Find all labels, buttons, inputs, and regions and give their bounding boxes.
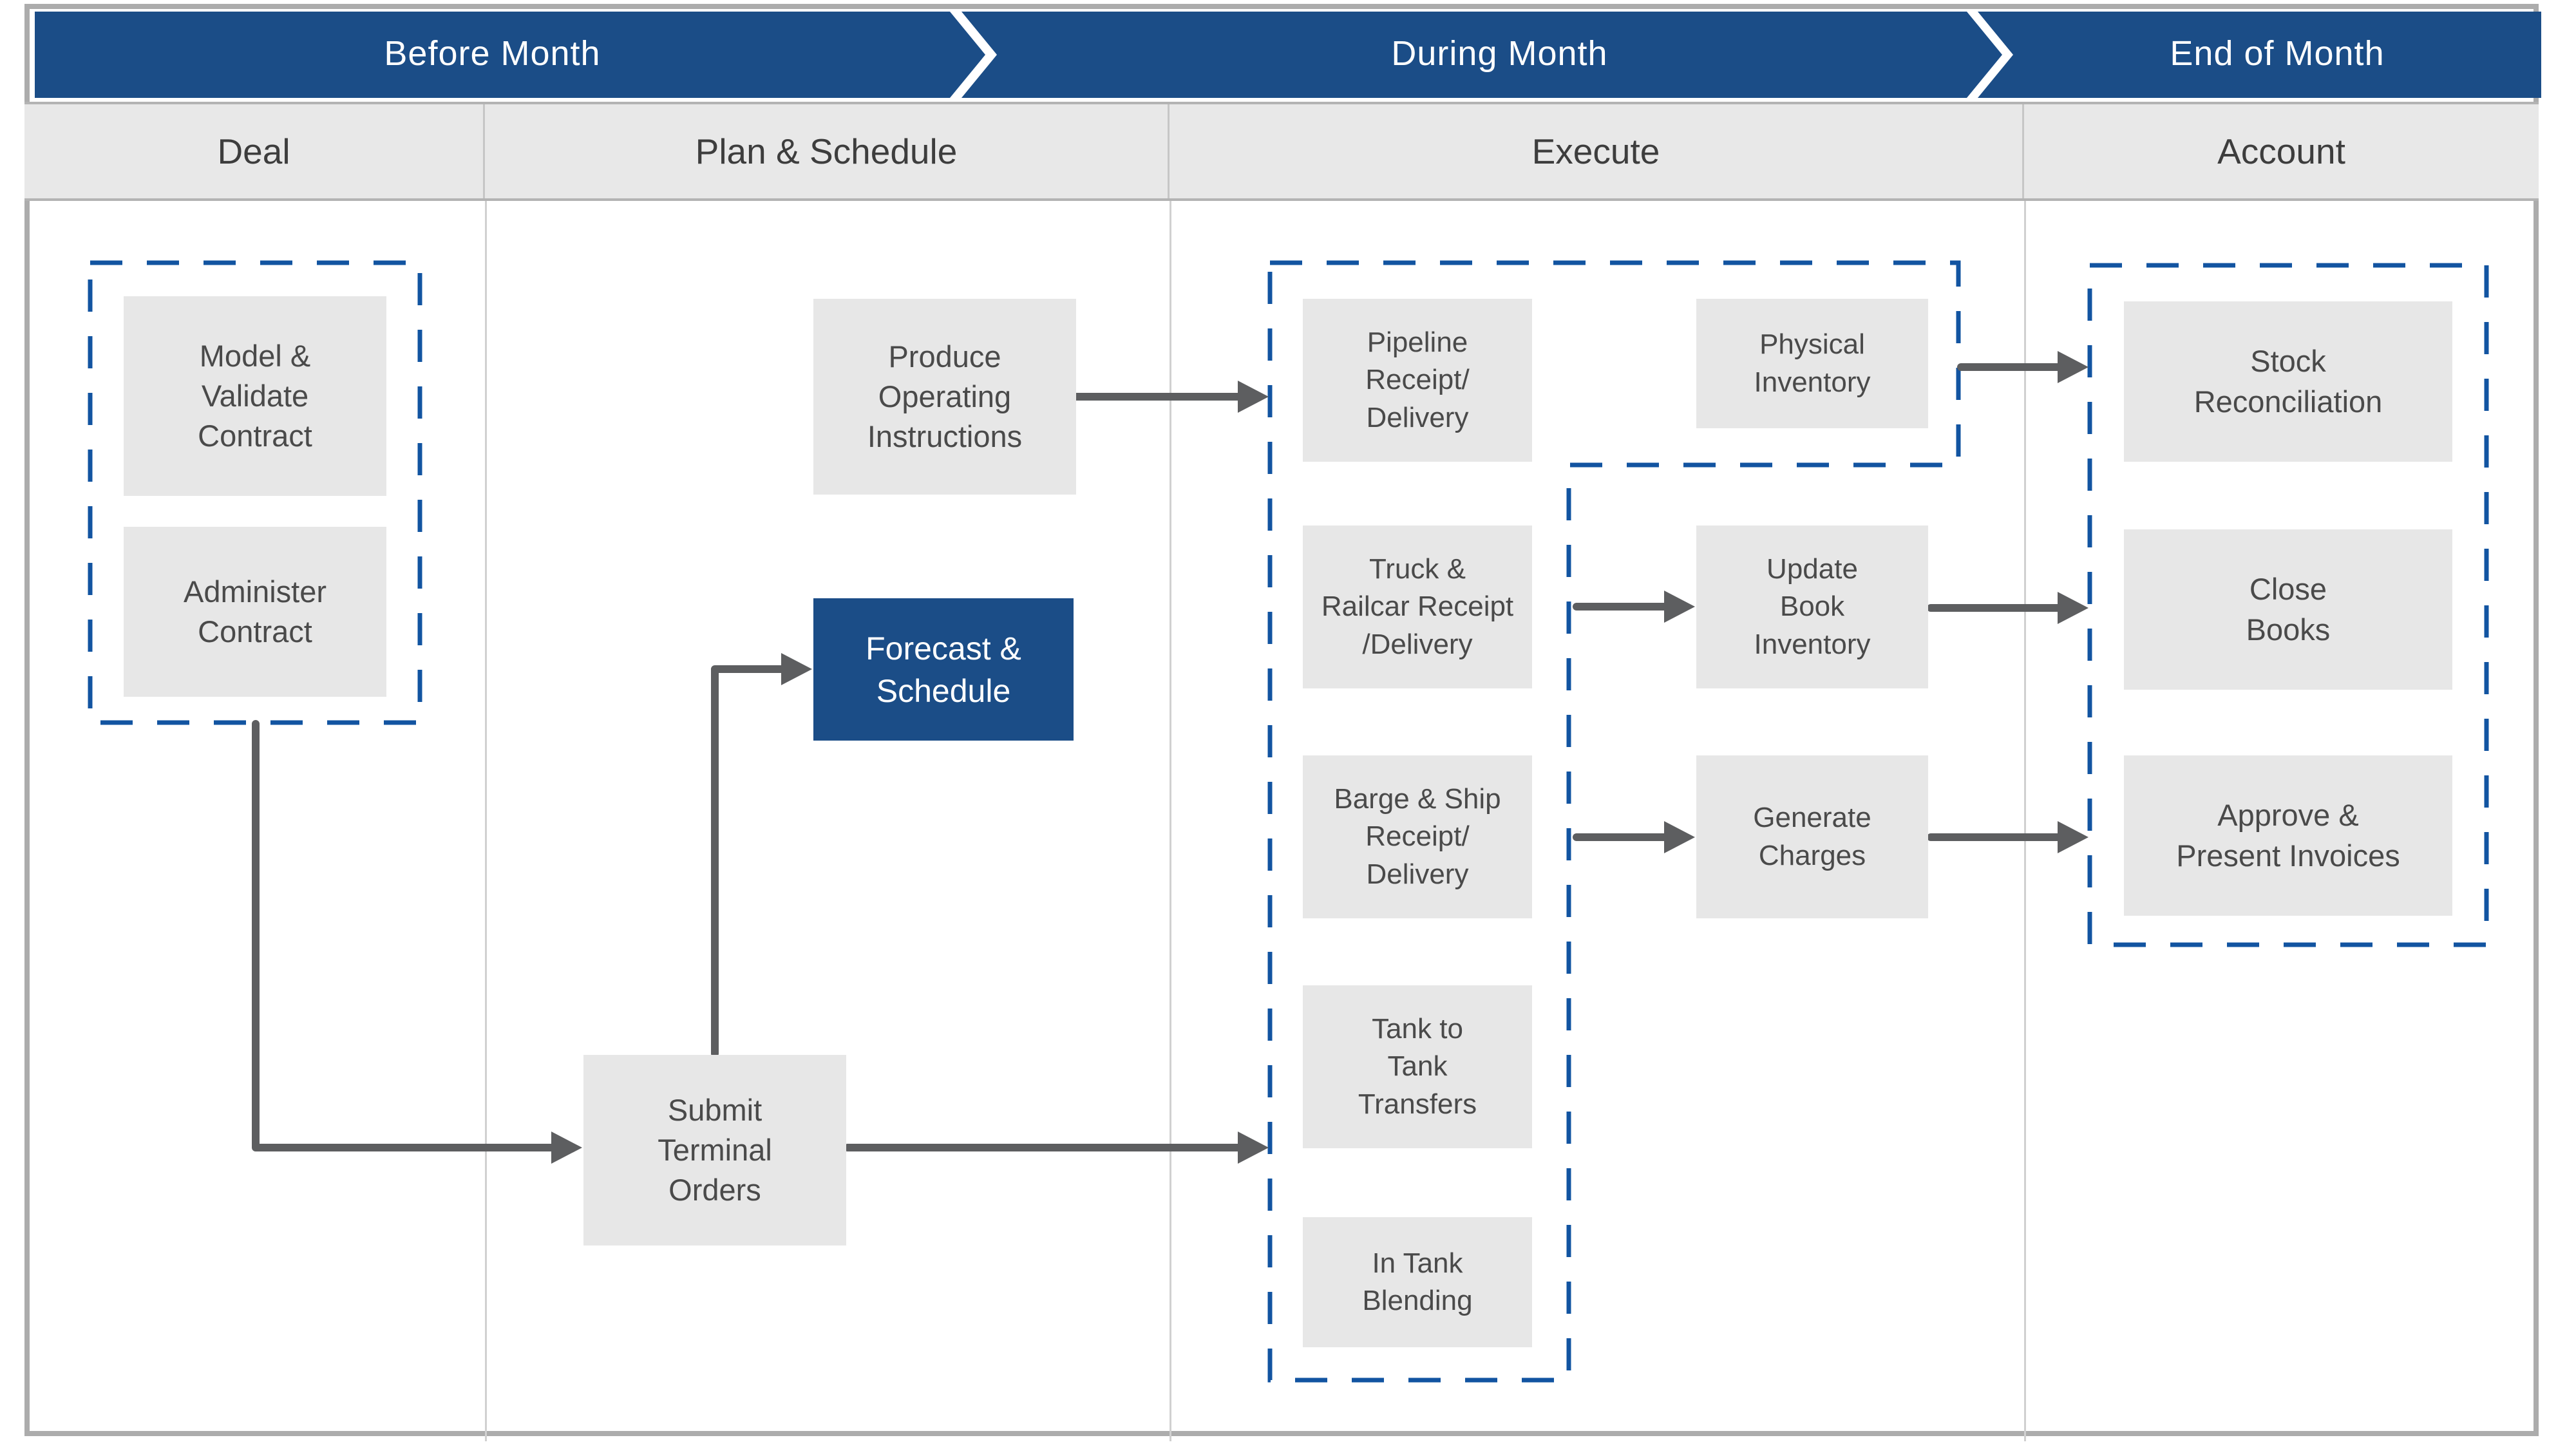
phase-label: End of Month bbox=[2170, 34, 2385, 73]
lane-separator-execute-account bbox=[2024, 201, 2026, 1441]
node-produce-operating-instructions: Produce Operating Instructions bbox=[813, 299, 1076, 495]
lane-separator-deal-plan bbox=[485, 201, 487, 1441]
lane-header-account: Account bbox=[2217, 131, 2345, 171]
node-administer-contract: Administer Contract bbox=[124, 527, 386, 697]
node-forecast-schedule: Forecast & Schedule bbox=[813, 598, 1074, 741]
node-generate-charges: Generate Charges bbox=[1696, 755, 1928, 918]
lane-separator-plan-execute bbox=[1170, 201, 1171, 1441]
node-stock-reconciliation: Stock Reconciliation bbox=[2124, 301, 2452, 462]
node-approve-present-invoices: Approve & Present Invoices bbox=[2124, 755, 2452, 916]
node-in-tank-blending: In Tank Blending bbox=[1303, 1217, 1532, 1347]
node-model-validate-contract: Model & Validate Contract bbox=[124, 296, 386, 496]
node-barge-ship-receipt-delivery: Barge & Ship Receipt/ Delivery bbox=[1303, 755, 1532, 918]
diagram-outer-frame bbox=[24, 4, 2539, 1436]
phase-chevron-end-of-month: End of Month bbox=[1978, 12, 2541, 98]
lane-header-row: Deal Plan & Schedule Execute Account bbox=[24, 102, 2539, 201]
node-tank-to-tank-transfers: Tank to Tank Transfers bbox=[1303, 985, 1532, 1148]
lane-header-execute: Execute bbox=[1170, 104, 2024, 198]
phase-chevron-before-month: Before Month bbox=[35, 12, 985, 98]
lane-header-deal: Deal bbox=[24, 104, 485, 198]
node-physical-inventory: Physical Inventory bbox=[1696, 299, 1928, 428]
phase-label: Before Month bbox=[384, 34, 601, 73]
lane-header-plan-schedule: Plan & Schedule bbox=[485, 104, 1170, 198]
node-truck-railcar-receipt-delivery: Truck & Railcar Receipt /Delivery bbox=[1303, 526, 1532, 688]
node-submit-terminal-orders: Submit Terminal Orders bbox=[583, 1055, 846, 1245]
node-close-books: Close Books bbox=[2124, 529, 2452, 690]
node-update-book-inventory: Update Book Inventory bbox=[1696, 526, 1928, 688]
phase-label: During Month bbox=[1391, 34, 1608, 73]
node-pipeline-receipt-delivery: Pipeline Receipt/ Delivery bbox=[1303, 299, 1532, 462]
phase-chevron-during-month: During Month bbox=[961, 12, 2002, 98]
